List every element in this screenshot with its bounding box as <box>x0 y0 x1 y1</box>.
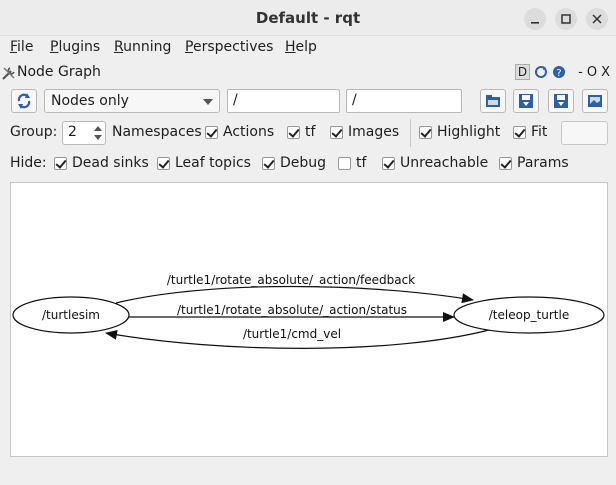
node-turtlesim[interactable] <box>12 296 130 334</box>
edge-label-feedback: /turtle1/rotate_absolute/_action/feedbac… <box>167 273 415 287</box>
graph-mode-value: Nodes only <box>51 93 129 109</box>
leaf-topics-label: Leaf topics <box>175 155 251 171</box>
save-image-button[interactable] <box>582 89 608 113</box>
reload-plugin-icon[interactable] <box>534 65 548 79</box>
graph-canvas[interactable]: /turtle1/rotate_absolute/_action/feedbac… <box>10 182 608 457</box>
tf-checkbox[interactable] <box>287 126 300 139</box>
images-label: Images <box>348 124 400 140</box>
options-checkboxes: Namespaces Actions tf Images Highlight F… <box>0 121 616 145</box>
debug-label: Debug <box>280 155 327 171</box>
edge-feedback[interactable] <box>115 285 474 304</box>
plugin-title: Node Graph <box>17 64 101 80</box>
plugin-header: Node Graph D ? - O X <box>0 60 616 86</box>
menu-bar: File Plugins Running Perspectives Help <box>0 36 616 60</box>
menu-plugins[interactable]: Plugins <box>50 39 100 55</box>
refresh-icon <box>17 93 31 109</box>
save-svg-icon <box>554 94 568 108</box>
dock-d-button[interactable]: D <box>514 64 531 80</box>
window-title: Default - rqt <box>255 9 361 27</box>
save-dot-button[interactable] <box>513 89 539 113</box>
namespace-filter-input[interactable]: / <box>227 89 340 113</box>
tf-label: tf <box>305 124 316 140</box>
dock-float-button[interactable]: O <box>586 64 598 80</box>
params-checkbox[interactable] <box>499 157 512 170</box>
unreachable-label: Unreachable <box>400 155 489 171</box>
group-label: Group: <box>10 124 58 140</box>
namespaces-checkbox[interactable] <box>205 126 218 139</box>
menu-running[interactable]: Running <box>114 39 171 55</box>
edge-cmd-vel[interactable] <box>105 329 490 349</box>
menu-help[interactable]: Help <box>285 39 317 55</box>
menu-file-label: ile <box>17 39 34 55</box>
hide-tf-label: tf <box>356 155 367 171</box>
graph-svg: /turtle1/rotate_absolute/_action/feedbac… <box>12 273 605 349</box>
edge-label-cmd-vel: /turtle1/cmd_vel <box>243 327 341 341</box>
menu-perspectives-label: erspectives <box>192 39 274 55</box>
dock-controls: D ? - O X <box>514 64 610 80</box>
params-label: Params <box>517 155 569 171</box>
tools-icon <box>2 67 15 80</box>
fit-in-view-button[interactable] <box>561 121 608 145</box>
debug-checkbox[interactable] <box>262 157 275 170</box>
menu-running-label: unning <box>123 39 172 55</box>
dock-close-button[interactable]: X <box>601 64 610 80</box>
chevron-down-icon <box>203 99 213 105</box>
menu-plugins-label: lugins <box>58 39 101 55</box>
spin-down-icon[interactable] <box>94 135 102 140</box>
options-separator <box>410 119 411 147</box>
dead-sinks-checkbox[interactable] <box>54 157 67 170</box>
leaf-topics-checkbox[interactable] <box>157 157 170 170</box>
topic-filter-input[interactable]: / <box>346 89 462 113</box>
minimize-icon <box>531 22 539 24</box>
namespaces-label: Namespaces <box>112 124 202 140</box>
actions-label: Actions <box>223 124 275 140</box>
window-titlebar: Default - rqt <box>0 0 616 36</box>
highlight-checkbox[interactable] <box>419 126 432 139</box>
group-value: 2 <box>68 124 77 140</box>
spin-up-icon[interactable] <box>94 126 102 131</box>
refresh-graph-button[interactable] <box>11 89 37 113</box>
save-svg-button[interactable] <box>548 89 574 113</box>
menu-file-mnemonic: F <box>10 39 18 55</box>
menu-perspectives-mnemonic: P <box>185 39 193 55</box>
hide-label: Hide: <box>10 155 47 171</box>
group-spinbox[interactable]: 2 <box>62 121 106 145</box>
node-teleop-turtle-label: /teleop_turtle <box>489 308 569 322</box>
load-dot-button[interactable] <box>480 89 506 113</box>
hide-row: Hide: Dead sinks Leaf topics Debug tf Un… <box>0 152 616 176</box>
fit-checkbox[interactable] <box>513 126 526 139</box>
unreachable-checkbox[interactable] <box>382 157 395 170</box>
fit-label: Fit <box>531 124 548 140</box>
highlight-label: Highlight <box>437 124 501 140</box>
menu-running-mnemonic: R <box>114 39 124 55</box>
menu-plugins-mnemonic: P <box>50 39 59 55</box>
dead-sinks-label: Dead sinks <box>72 155 149 171</box>
options-row: Group: <box>0 121 616 145</box>
node-teleop-turtle[interactable] <box>453 296 605 334</box>
menu-perspectives[interactable]: Perspectives <box>185 39 273 55</box>
images-checkbox[interactable] <box>330 126 343 139</box>
menu-file[interactable]: File <box>10 39 33 55</box>
svg-text:?: ? <box>557 68 562 79</box>
edge-label-status: /turtle1/rotate_absolute/_action/status <box>177 303 407 317</box>
help-icon[interactable]: ? <box>552 65 566 79</box>
hide-tf-checkbox[interactable] <box>338 157 351 170</box>
close-icon <box>592 14 602 24</box>
menu-help-mnemonic: H <box>285 39 296 55</box>
image-icon <box>588 95 602 107</box>
graph-mode-select[interactable]: Nodes only <box>44 89 220 113</box>
minimize-button[interactable] <box>524 8 546 30</box>
folder-open-icon <box>486 95 500 107</box>
maximize-button[interactable] <box>555 8 577 30</box>
save-dot-icon <box>519 94 533 108</box>
close-button[interactable] <box>586 8 608 30</box>
dock-minimize-button[interactable]: - <box>578 64 583 80</box>
node-turtlesim-label: /turtlesim <box>42 308 100 322</box>
menu-help-label: elp <box>295 39 317 55</box>
maximize-icon <box>561 14 571 24</box>
